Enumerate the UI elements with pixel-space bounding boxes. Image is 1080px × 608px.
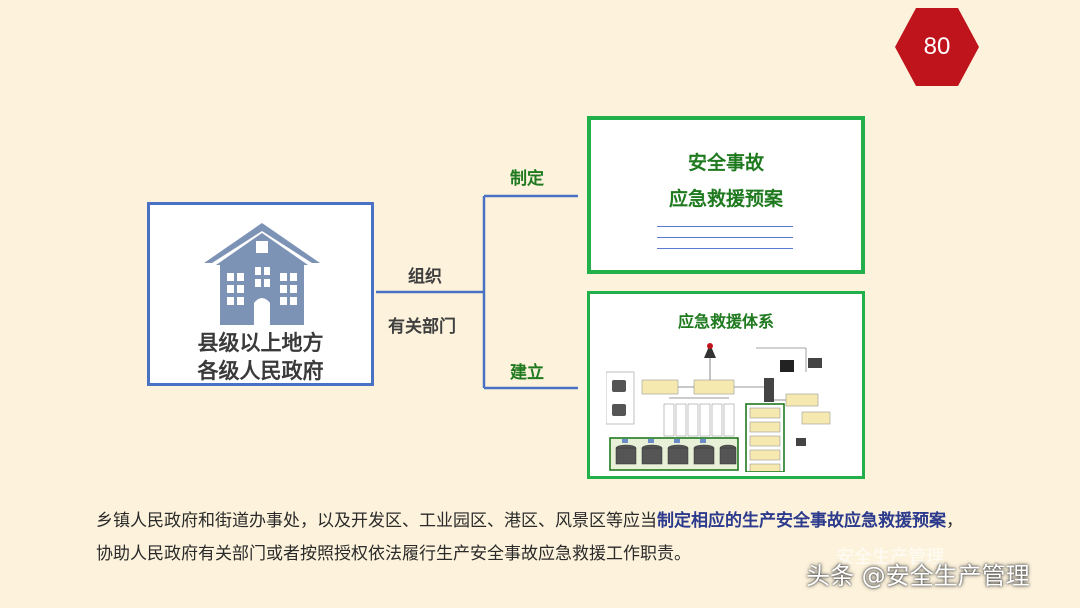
page-number: 80 [923,33,951,60]
emergency-system-box: 应急救援体系 [587,291,865,479]
description-part2: ，协助人民政府有关部门或者按照授权依法履行生产安全事故应急救援工作职责。 [96,511,963,564]
organize-label: 组织 [408,267,442,287]
description-part1: 乡镇人民政府和街道办事处，以及开发区、工业园区、港区、风景区等应当 [96,511,657,531]
government-label: 县级以上地方 各级人民政府 [150,329,371,385]
government-building-icon [204,223,320,325]
government-label-line1: 县级以上地方 [197,331,324,355]
hexagon-shape [895,8,979,86]
watermark: 头条 @安全生产管理 [806,562,1030,590]
description-text: 乡镇人民政府和街道办事处，以及开发区、工业园区、港区、风景区等应当制定相应的生产… [96,505,976,571]
system-title: 应急救援体系 [677,312,774,331]
description-highlight: 制定相应的生产安全事故应急救援预案 [657,511,946,531]
emergency-plan-box: 安全事故 应急救援预案 [587,116,865,274]
plan-title-line1: 安全事故 [687,152,764,174]
departments-label: 有关部门 [388,317,456,337]
document-line [657,237,793,238]
watermark-faint: 安全生产管理 [836,547,944,568]
establish-label: 建立 [510,363,544,383]
plan-title-line2: 应急救援预案 [668,188,783,210]
government-label-line2: 各级人民政府 [197,359,324,383]
document-line [657,248,793,249]
document-line [657,226,793,227]
page-number-badge: 80 [895,8,979,86]
government-box: 县级以上地方 各级人民政府 [147,202,374,386]
system-diagram-image [606,343,831,472]
formulate-label: 制定 [510,169,544,189]
